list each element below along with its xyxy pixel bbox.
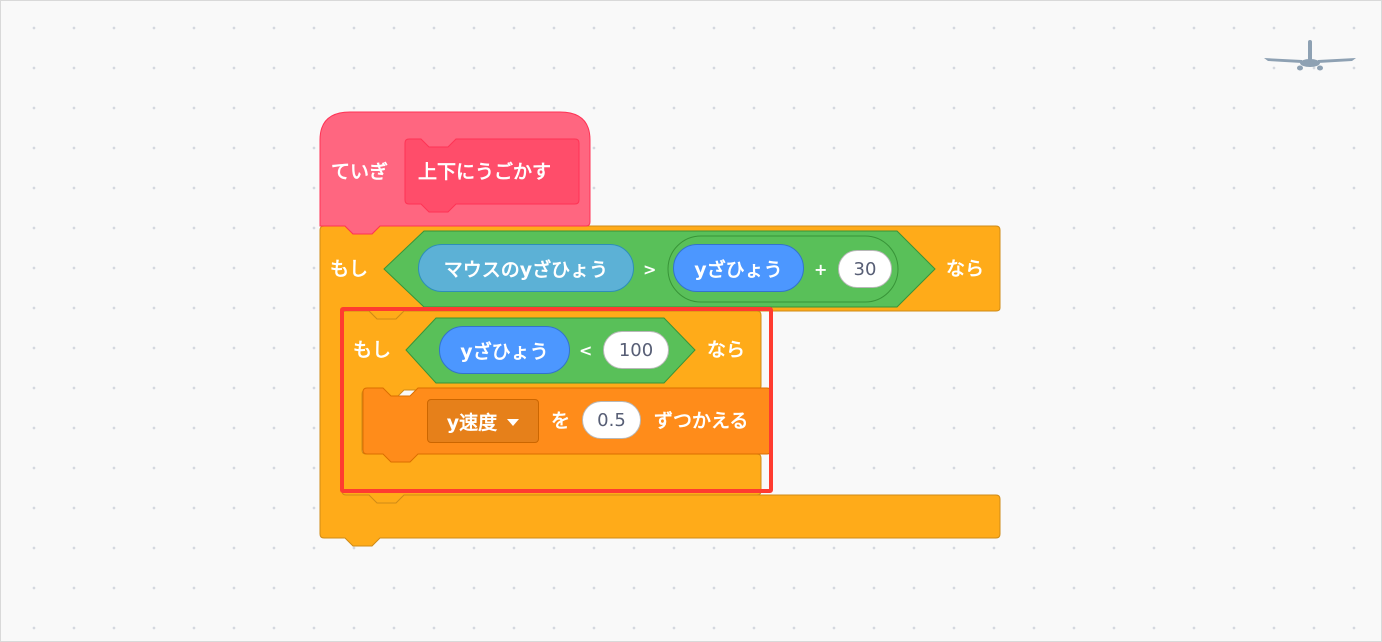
caret-down-icon: [507, 418, 520, 426]
outer-if-label: もし: [330, 258, 369, 280]
define-keyword: ていぎ: [331, 161, 389, 183]
airplane-icon: [1264, 40, 1356, 71]
mouse-y-reporter[interactable]: マウスのyざひょう: [418, 244, 634, 292]
custom-block-prototype[interactable]: [404, 138, 580, 213]
inner-if-label: もし: [353, 339, 392, 361]
variable-name: y速度: [446, 411, 498, 434]
plus-symbol: +: [814, 260, 828, 279]
highlight-box: [340, 307, 773, 493]
y-position-reporter[interactable]: yざひょう: [439, 326, 570, 374]
greater-than-symbol: >: [643, 260, 657, 279]
less-than-symbol: <: [579, 341, 593, 360]
y-position-reporter[interactable]: yざひょう: [673, 244, 804, 292]
change-particle: を: [551, 410, 571, 432]
change-amount-input[interactable]: 0.5: [582, 401, 641, 439]
outer-then-label: なら: [946, 258, 985, 280]
offset-number-input[interactable]: 30: [838, 250, 892, 288]
variable-dropdown[interactable]: y速度: [427, 399, 539, 443]
custom-block-name: 上下にうごかす: [418, 161, 552, 183]
limit-number-input[interactable]: 100: [603, 331, 669, 369]
change-action-label: ずつかえる: [654, 410, 749, 432]
inner-then-label: なら: [707, 339, 746, 361]
